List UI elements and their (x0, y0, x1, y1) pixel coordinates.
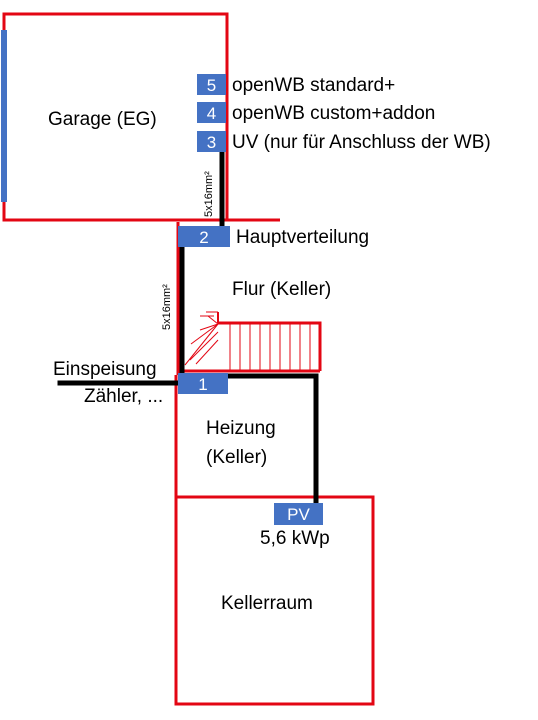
heizung-label-line1: Heizung (206, 418, 276, 439)
box-5-label: openWB standard+ (232, 75, 395, 96)
box-4-label: openWB custom+addon (232, 103, 435, 124)
box-5-number: 5 (207, 76, 216, 95)
box-3-label: UV (nur für Anschluss der WB) (232, 132, 491, 153)
feed-label-line2: Zähler, ... (84, 386, 163, 407)
kellerraum-room: Kellerraum (174, 495, 375, 706)
feed-label-line1: Einspeisung (53, 359, 157, 380)
garage-door (1, 30, 7, 202)
flur-room: Flur (Keller) (176, 222, 331, 375)
box-3-number: 3 (207, 133, 216, 152)
cable-pv (217, 373, 319, 505)
box-3[interactable]: 3 (197, 131, 226, 152)
heizung-room: Heizung (Keller) (174, 375, 276, 497)
garage-label: Garage (EG) (48, 109, 157, 130)
box-5[interactable]: 5 (197, 74, 226, 95)
cable-label-keller: 5x16mm² (161, 284, 173, 330)
box-4[interactable]: 4 (197, 102, 226, 123)
cables (57, 149, 319, 505)
flur-label: Flur (Keller) (232, 279, 331, 300)
box-2-label: Hauptverteilung (236, 227, 369, 248)
heizung-label-line2: (Keller) (206, 447, 267, 468)
box-1-number: 1 (198, 375, 207, 394)
box-2-number: 2 (199, 228, 208, 247)
box-1[interactable]: 1 (178, 373, 228, 394)
garage-room: Garage (EG) (1, 12, 229, 222)
box-pv-label: 5,6 kWp (260, 528, 330, 549)
box-pv-number: PV (287, 505, 310, 524)
kellerraum-label: Kellerraum (221, 593, 313, 614)
box-4-number: 4 (207, 104, 216, 123)
box-pv[interactable]: PV (274, 503, 323, 525)
staircase (178, 311, 322, 373)
box-2[interactable]: 2 (178, 226, 230, 247)
cable-label-garage: 5x16mm² (203, 171, 215, 217)
